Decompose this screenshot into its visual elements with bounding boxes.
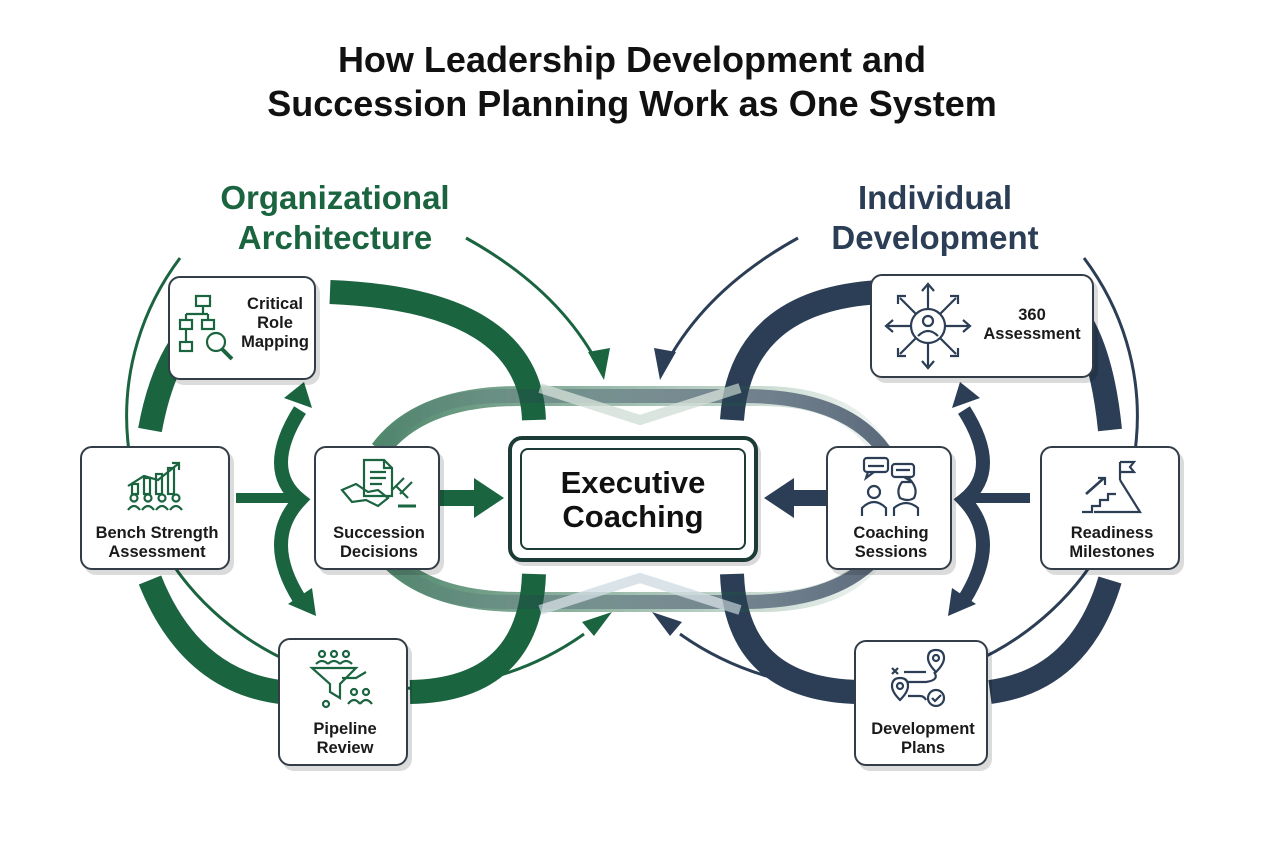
assessment-360-label: 360 Assessment (983, 306, 1081, 343)
radial-person-icon (884, 282, 972, 370)
coaching-sessions-node: Coaching Sessions (826, 446, 952, 570)
right-cycle-arrow (948, 382, 1030, 616)
bar-chart-people-icon (127, 461, 183, 511)
pipeline-review-node: Pipeline Review (278, 638, 408, 766)
left-to-center-arrow (440, 478, 504, 518)
succession-decisions-label: Succession Decisions (333, 524, 425, 561)
readiness-milestones-node: Readiness Milestones (1040, 446, 1180, 570)
right-to-center-arrow (764, 478, 826, 518)
left-section-title: Organizational Architecture (220, 179, 450, 256)
chat-people-icon (860, 456, 920, 516)
title-line-2: Succession Planning Work as One System (267, 83, 997, 124)
title-line-1: How Leadership Development and (337, 39, 927, 80)
executive-coaching-box: Executive Coaching (508, 436, 758, 562)
route-map-icon (890, 648, 946, 708)
org-chart-magnifier-icon (178, 294, 234, 361)
left-cycle-arrow (236, 382, 316, 616)
bench-strength-label: Bench Strength Assessment (95, 524, 219, 561)
coaching-sessions-label: Coaching Sessions (853, 524, 929, 561)
executive-coaching-inner-border (520, 448, 746, 550)
executive-coaching-label: Executive Coaching (560, 465, 706, 534)
pipeline-review-label: Pipeline Review (313, 720, 377, 757)
development-plans-node: Development Plans (854, 640, 988, 766)
succession-decisions-node: Succession Decisions (314, 446, 440, 570)
assessment-360-node: 360 Assessment (870, 274, 1094, 378)
diagram-title: How Leadership Development and Successio… (0, 38, 1264, 126)
critical-role-mapping-label: Critical Role Mapping (241, 295, 309, 351)
critical-role-mapping-node: Critical Role Mapping (168, 276, 316, 380)
handshake-gavel-icon (340, 458, 416, 508)
readiness-milestones-label: Readiness Milestones (1069, 524, 1155, 561)
right-section-title: Individual Development (831, 179, 1039, 256)
development-plans-label: Development Plans (871, 720, 975, 757)
mountain-flag-icon (1082, 460, 1142, 514)
infinity-bands (371, 383, 890, 615)
bench-strength-node: Bench Strength Assessment (80, 446, 230, 570)
funnel-people-icon (309, 649, 373, 709)
